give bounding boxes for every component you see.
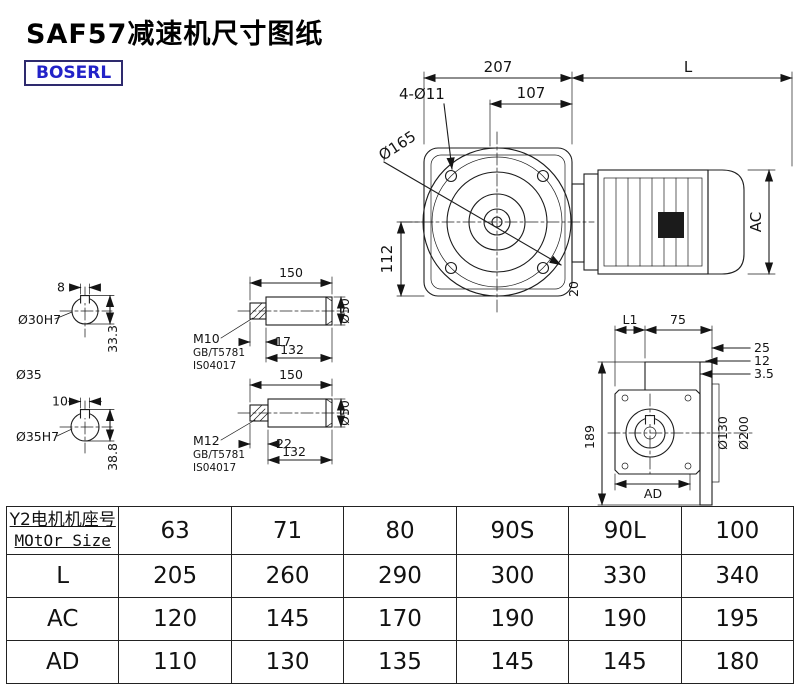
dim-L: L [684, 58, 693, 76]
dim-25: 25 [754, 340, 770, 355]
dim-3-5: 3.5 [754, 366, 774, 381]
row-label-L: L [5, 554, 120, 598]
dim-L1: L1 [623, 312, 638, 327]
motor-size-value: 100 [680, 506, 795, 555]
shaft-dia-label: Ø35 [16, 367, 42, 382]
AC-value: 170 [343, 597, 457, 641]
motor-size-value: 90S [455, 506, 570, 555]
technical-drawing: 207 L 107 4-Ø11 Ø165 112 AC 20 8 Ø30H7 3… [16, 58, 793, 506]
motor-size-value: 71 [230, 506, 345, 555]
table-row: AD 110 130 135 145 145 180 [5, 640, 795, 684]
shaft1-dia: Ø50 [337, 298, 352, 324]
motor-size-label-cn: Y2电机机座号 [9, 509, 116, 530]
L-value: 330 [568, 554, 682, 598]
bore-2: Ø35H7 [16, 429, 59, 444]
AC-value: 145 [230, 597, 345, 641]
AD-value: 110 [118, 640, 232, 684]
AD-value: 130 [230, 640, 345, 684]
L-value: 300 [455, 554, 570, 598]
row-label-AD: AD [5, 640, 120, 684]
dim-AC: AC [747, 212, 765, 232]
key-width-2: 10 [52, 394, 68, 409]
table-row: L 205 260 290 300 330 340 [5, 554, 795, 598]
shaft2-thread: M12 [193, 433, 220, 448]
table-row: AC 120 145 170 190 190 195 [5, 597, 795, 641]
motor-size-header: Y2电机机座号 MOtOr Size [5, 506, 120, 555]
label-flange-dia: Ø165 [375, 127, 419, 164]
dim-20: 20 [566, 281, 581, 297]
shaft-detail-2: 150 M12 GB/T5781 IS04017 22 132 Ø50 [193, 367, 352, 474]
L-value: 205 [118, 554, 232, 598]
shaft-detail-1: 150 M10 GB/T5781 IS04017 17 132 Ø50 [193, 265, 352, 372]
main-view: 207 L 107 4-Ø11 Ø165 112 AC 20 [375, 58, 793, 315]
motor-size-value: 63 [118, 506, 232, 555]
dim-207: 207 [484, 58, 513, 76]
AC-value: 190 [568, 597, 682, 641]
shaft2-std1: GB/T5781 [193, 449, 245, 461]
table-row: Y2电机机座号 MOtOr Size 63 71 80 90S 90L 100 [5, 506, 795, 555]
shaft-end-section-2: Ø35 10 Ø35H7 38.8 [16, 367, 120, 471]
page-title: SAF57减速机尺寸图纸 [26, 19, 324, 50]
motor-size-value: 90L [568, 506, 682, 555]
shaft-end-section-1: 8 Ø30H7 33.3 [18, 280, 120, 353]
L-value: 340 [680, 554, 795, 598]
AD-value: 145 [568, 640, 682, 684]
shaft1-thread-len: 17 [275, 334, 291, 349]
dim-12: 12 [754, 353, 770, 368]
side-view: L1 75 25 12 3.5 189 Ø130 Ø200 AD [582, 312, 774, 506]
dim-107: 107 [517, 84, 546, 102]
shaft2-body-len: 132 [282, 444, 306, 459]
L-value: 260 [230, 554, 345, 598]
dim-75: 75 [670, 312, 686, 327]
motor-size-label-en: MOtOr Size [14, 531, 111, 551]
shaft2-dia: Ø50 [337, 400, 352, 426]
key-height-2: 38.8 [105, 443, 120, 471]
shaft2-length: 150 [279, 367, 303, 382]
row-label-AC: AC [5, 597, 120, 641]
shaft1-std1: GB/T5781 [193, 347, 245, 359]
AD-value: 180 [680, 640, 795, 684]
AC-value: 195 [680, 597, 795, 641]
dim-112: 112 [378, 245, 396, 274]
label-bolt-holes: 4-Ø11 [399, 85, 445, 103]
shaft1-body-len: 132 [280, 342, 304, 357]
motor-size-value: 80 [343, 506, 457, 555]
AD-value: 145 [455, 640, 570, 684]
shaft2-thread-len: 22 [276, 436, 292, 451]
AC-value: 190 [455, 597, 570, 641]
AC-value: 120 [118, 597, 232, 641]
brand-logo: BOSERL [24, 60, 124, 86]
L-value: 290 [343, 554, 457, 598]
shaft1-std2: IS04017 [193, 360, 236, 372]
shaft1-thread: M10 [193, 331, 220, 346]
shaft2-std2: IS04017 [193, 462, 236, 474]
key-height-1: 33.3 [105, 325, 120, 353]
dim-AD: AD [644, 486, 662, 501]
dia-130: Ø130 [715, 416, 730, 450]
dia-200: Ø200 [736, 416, 751, 450]
AD-value: 135 [343, 640, 457, 684]
bore-1: Ø30H7 [18, 312, 61, 327]
dimension-table: Y2电机机座号 MOtOr Size 63 71 80 90S 90L 100 … [5, 506, 795, 684]
dim-189: 189 [582, 425, 597, 449]
key-width-1: 8 [57, 280, 65, 295]
shaft1-length: 150 [279, 265, 303, 280]
